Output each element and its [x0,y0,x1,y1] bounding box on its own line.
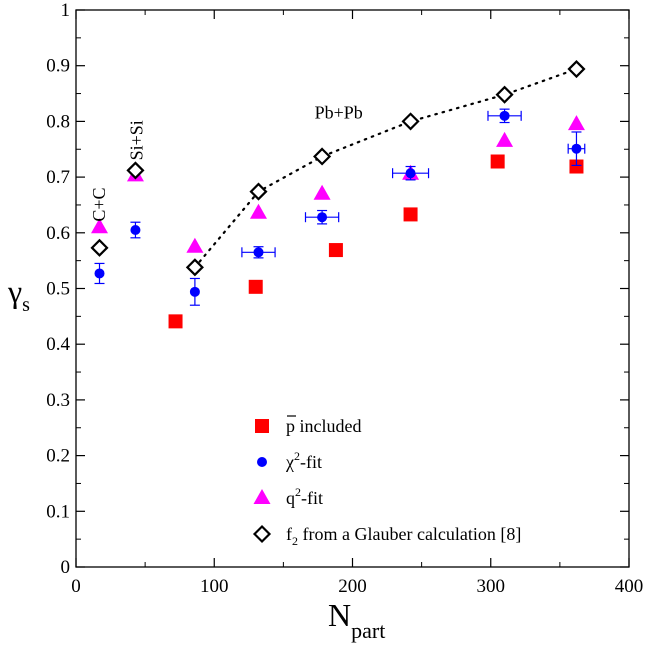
y-tick-label: 0.9 [46,56,70,77]
triangle-point [496,131,514,147]
x-axis-title: Npart [328,597,385,643]
square-point [403,207,418,222]
x-tick-label: 200 [338,576,367,597]
diamond-point [126,161,145,180]
circle-point [405,168,416,179]
annotation-label: Pb+Pb [315,103,363,123]
circle-point [499,110,510,121]
legend-square-symbol [255,419,269,433]
circle-point [253,247,264,258]
y-tick-label: 0.1 [46,501,70,522]
circle-point [130,225,141,236]
x-tick-label: 100 [200,576,229,597]
annotations: C+C Si+Si Pb+Pb [89,103,363,222]
glauber-dotted-line [193,67,578,269]
legend-circle-symbol [257,457,267,467]
diamond-point [185,258,204,277]
legend-label: q2-fit [286,485,323,508]
axis-ticks: 0 100 200 300 400 0 0.1 0.2 0.3 0.4 0.5 0.6 0.7 0.8 0.… [46,0,643,597]
triangle-point [249,203,267,219]
annotation-label: Si+Si [126,120,146,160]
diamond-point [249,182,268,201]
square-point [569,159,584,174]
circle-point [189,286,200,297]
triangle-point [313,184,331,200]
legend-entry: χ2-fit [257,449,322,472]
square-point [168,314,183,329]
square-point [490,154,505,169]
y-axis-title: γs [7,273,30,316]
data-marks [90,59,586,329]
glauber-curve [193,67,578,269]
legend-label: f2 from a Glauber calculation [8] [286,524,521,548]
legend-label: χ2-fit [285,449,322,472]
x-tick-label: 400 [615,576,644,597]
triangle-point [567,115,585,131]
y-tick-label: 0.4 [46,334,70,355]
square-point [248,279,263,294]
circle-point [571,143,582,154]
diamond-point [401,112,420,131]
diamond-point [90,238,109,257]
legend-triangle-symbol [253,489,271,504]
legend-entry: q2-fit [253,485,323,508]
y-tick-label: 0.8 [46,111,70,132]
plot-frame [75,9,630,568]
legend-entry: f2 from a Glauber calculation [8] [252,524,521,548]
diamond-point [495,85,514,104]
legend-diamond-symbol [252,524,272,544]
circle-point [94,268,105,279]
y-tick-label: 0.3 [46,390,70,411]
triangle-point [186,237,204,253]
y-tick-label: 1 [61,0,71,21]
circle-point [317,212,328,223]
x-tick-label: 0 [71,576,81,597]
legend-label: p included [286,416,361,436]
y-tick-label: 0.7 [46,167,70,188]
diamond-point [313,147,332,166]
x-tick-label: 300 [477,576,506,597]
y-tick-label: 0.5 [46,279,70,300]
square-point [328,243,343,258]
annotation-label: C+C [89,187,109,221]
y-tick-label: 0.2 [46,446,70,467]
diamond-point [567,59,586,79]
triangle-point [91,218,109,234]
y-tick-label: 0.6 [46,223,70,244]
legend: p included χ2-fit q2-fit f2 from a Glauber … [252,415,521,548]
legend-entry: p included [255,415,361,436]
y-tick-label: 0 [61,557,71,578]
